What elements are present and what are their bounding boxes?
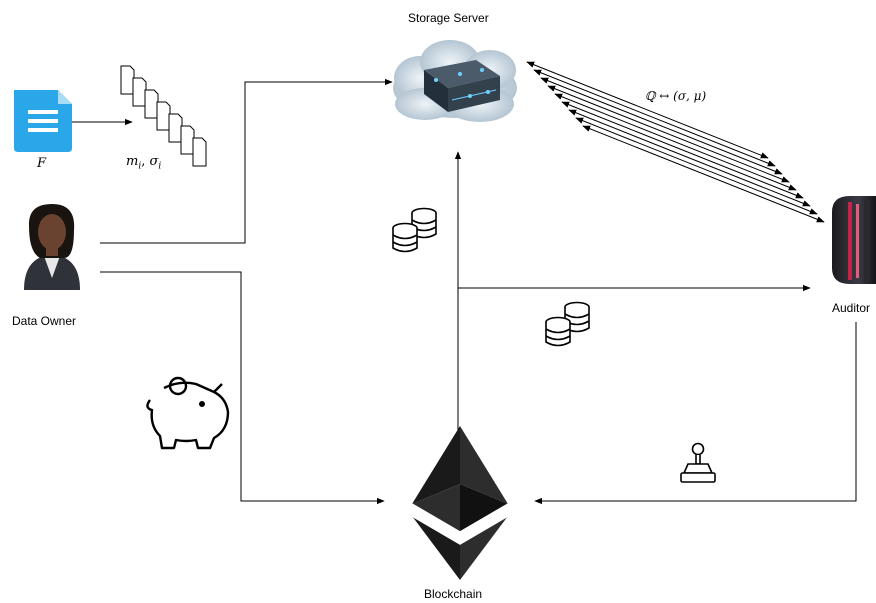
camera-lens-icon [832, 196, 876, 284]
data-owner-label: Data Owner [12, 314, 77, 328]
connector-auditor-to-blockchain [534, 322, 857, 505]
ethereum-icon [411, 426, 509, 580]
document-stack-icon [120, 65, 207, 167]
coins-icon [392, 207, 437, 253]
challenge-response-arrows [526, 61, 825, 223]
person-icon [24, 204, 80, 290]
connector-owner-to-blockchain [100, 271, 385, 505]
connector-owner-to-server [100, 78, 393, 244]
blockchain-label: Blockchain [424, 587, 483, 601]
tags-symbol: σ [149, 154, 159, 169]
blocks-subscript: i [138, 161, 142, 172]
auditor-label: Auditor [832, 301, 871, 315]
file-icon [14, 90, 72, 152]
storage-server-label: Storage Server [408, 11, 489, 25]
cloud-server-icon [393, 40, 517, 122]
tags-subscript: i [158, 161, 162, 172]
challenge-label: ℚ ↔ (σ, μ) [645, 89, 707, 103]
coins-icon [545, 301, 590, 347]
blocks-tags-label: mi, σi [126, 154, 161, 172]
stamp-icon [680, 442, 716, 483]
file-label: F [37, 156, 47, 171]
piggy-bank-icon [146, 376, 230, 450]
blocks-symbol: m [126, 154, 139, 169]
separator: , [141, 154, 150, 169]
